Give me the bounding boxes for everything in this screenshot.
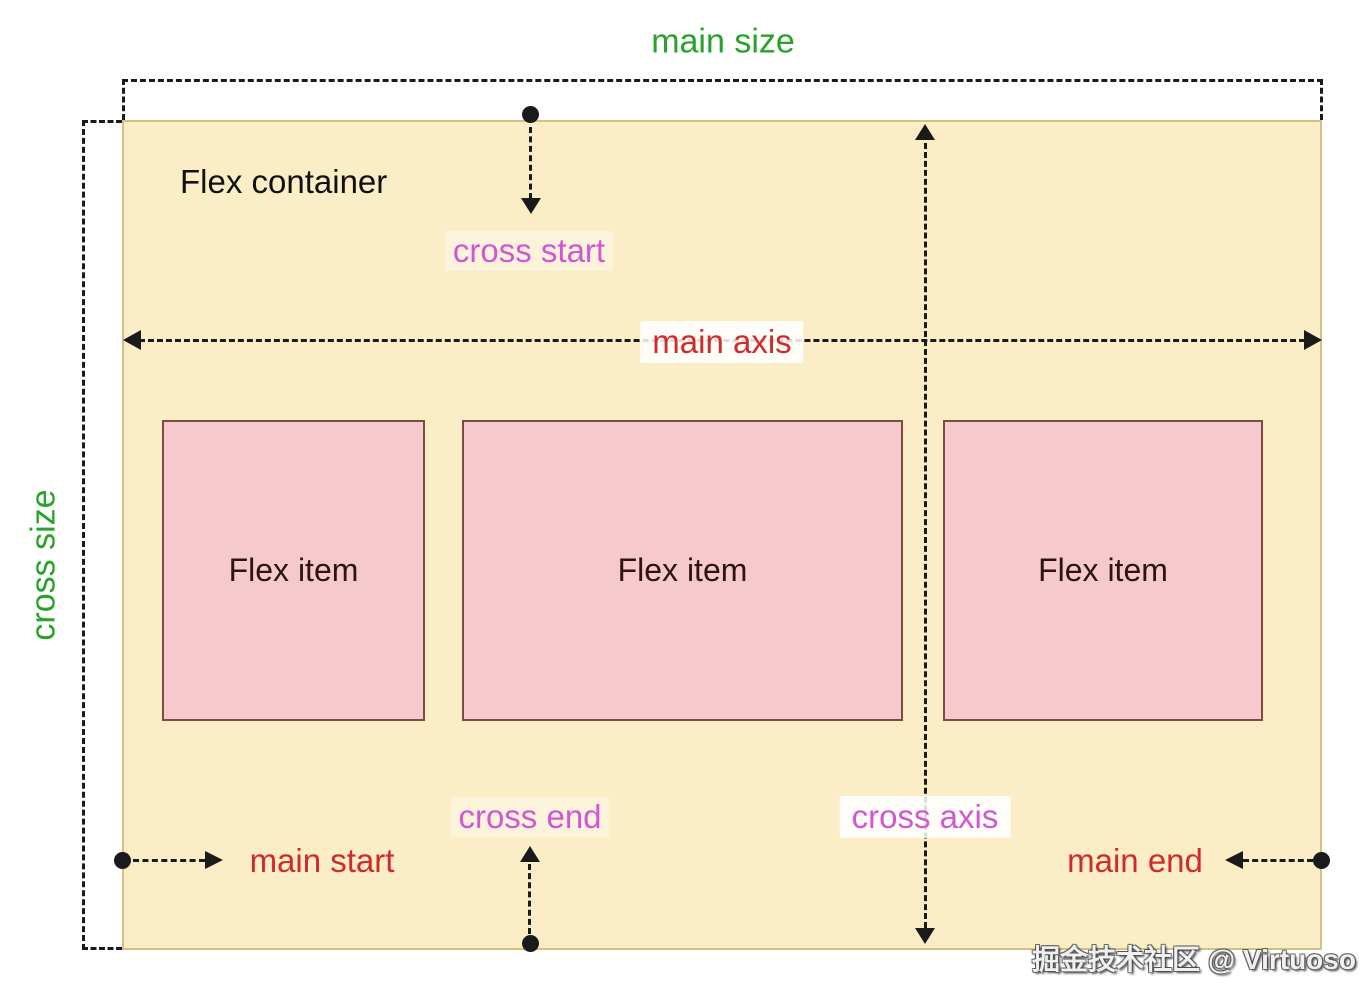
cross-axis-up-arrowhead-icon [915,124,935,140]
cross-start-label: cross start [444,231,614,271]
main-start-arrow-line [133,859,205,862]
cross-end-anchor-dot [522,935,539,952]
main-start-label: main start [249,842,395,879]
main-axis-right-arrowhead-icon [1304,330,1322,350]
main-axis-label: main axis [640,321,804,363]
cross-axis-down-arrowhead-icon [915,928,935,944]
cross-end-arrowhead-icon [520,846,540,862]
main-start-anchor-dot [114,852,131,869]
flex-item-3: Flex item [943,420,1263,721]
flex-item-2-label: Flex item [617,552,748,588]
cross-size-bracket [82,120,122,950]
flex-item-1: Flex item [162,420,425,721]
main-size-bracket [122,79,1323,120]
main-end-arrow-line [1243,859,1313,862]
main-start-arrowhead-icon [205,851,223,869]
main-end-label: main end [1067,842,1203,879]
main-end-anchor-dot [1313,852,1330,869]
flex-container-label: Flex container [180,163,388,200]
cross-size-label: cross size [24,489,63,641]
cross-start-arrowhead-icon [521,198,541,214]
main-size-label: main size [651,22,795,61]
watermark: 掘金技术社区 @ Virtuoso [1032,944,1356,975]
cross-end-arrow-line [528,864,531,934]
cross-axis-label: cross axis [839,796,1011,838]
cross-start-anchor-dot [522,106,539,123]
cross-start-arrow-line [529,127,532,199]
cross-axis-line [924,143,927,928]
main-axis-left-arrowhead-icon [123,330,141,350]
flex-item-2: Flex item [462,420,903,721]
cross-end-label: cross end [450,797,610,837]
flex-item-3-label: Flex item [1038,552,1168,588]
main-end-arrowhead-icon [1225,851,1243,869]
flex-item-1-label: Flex item [228,552,359,588]
